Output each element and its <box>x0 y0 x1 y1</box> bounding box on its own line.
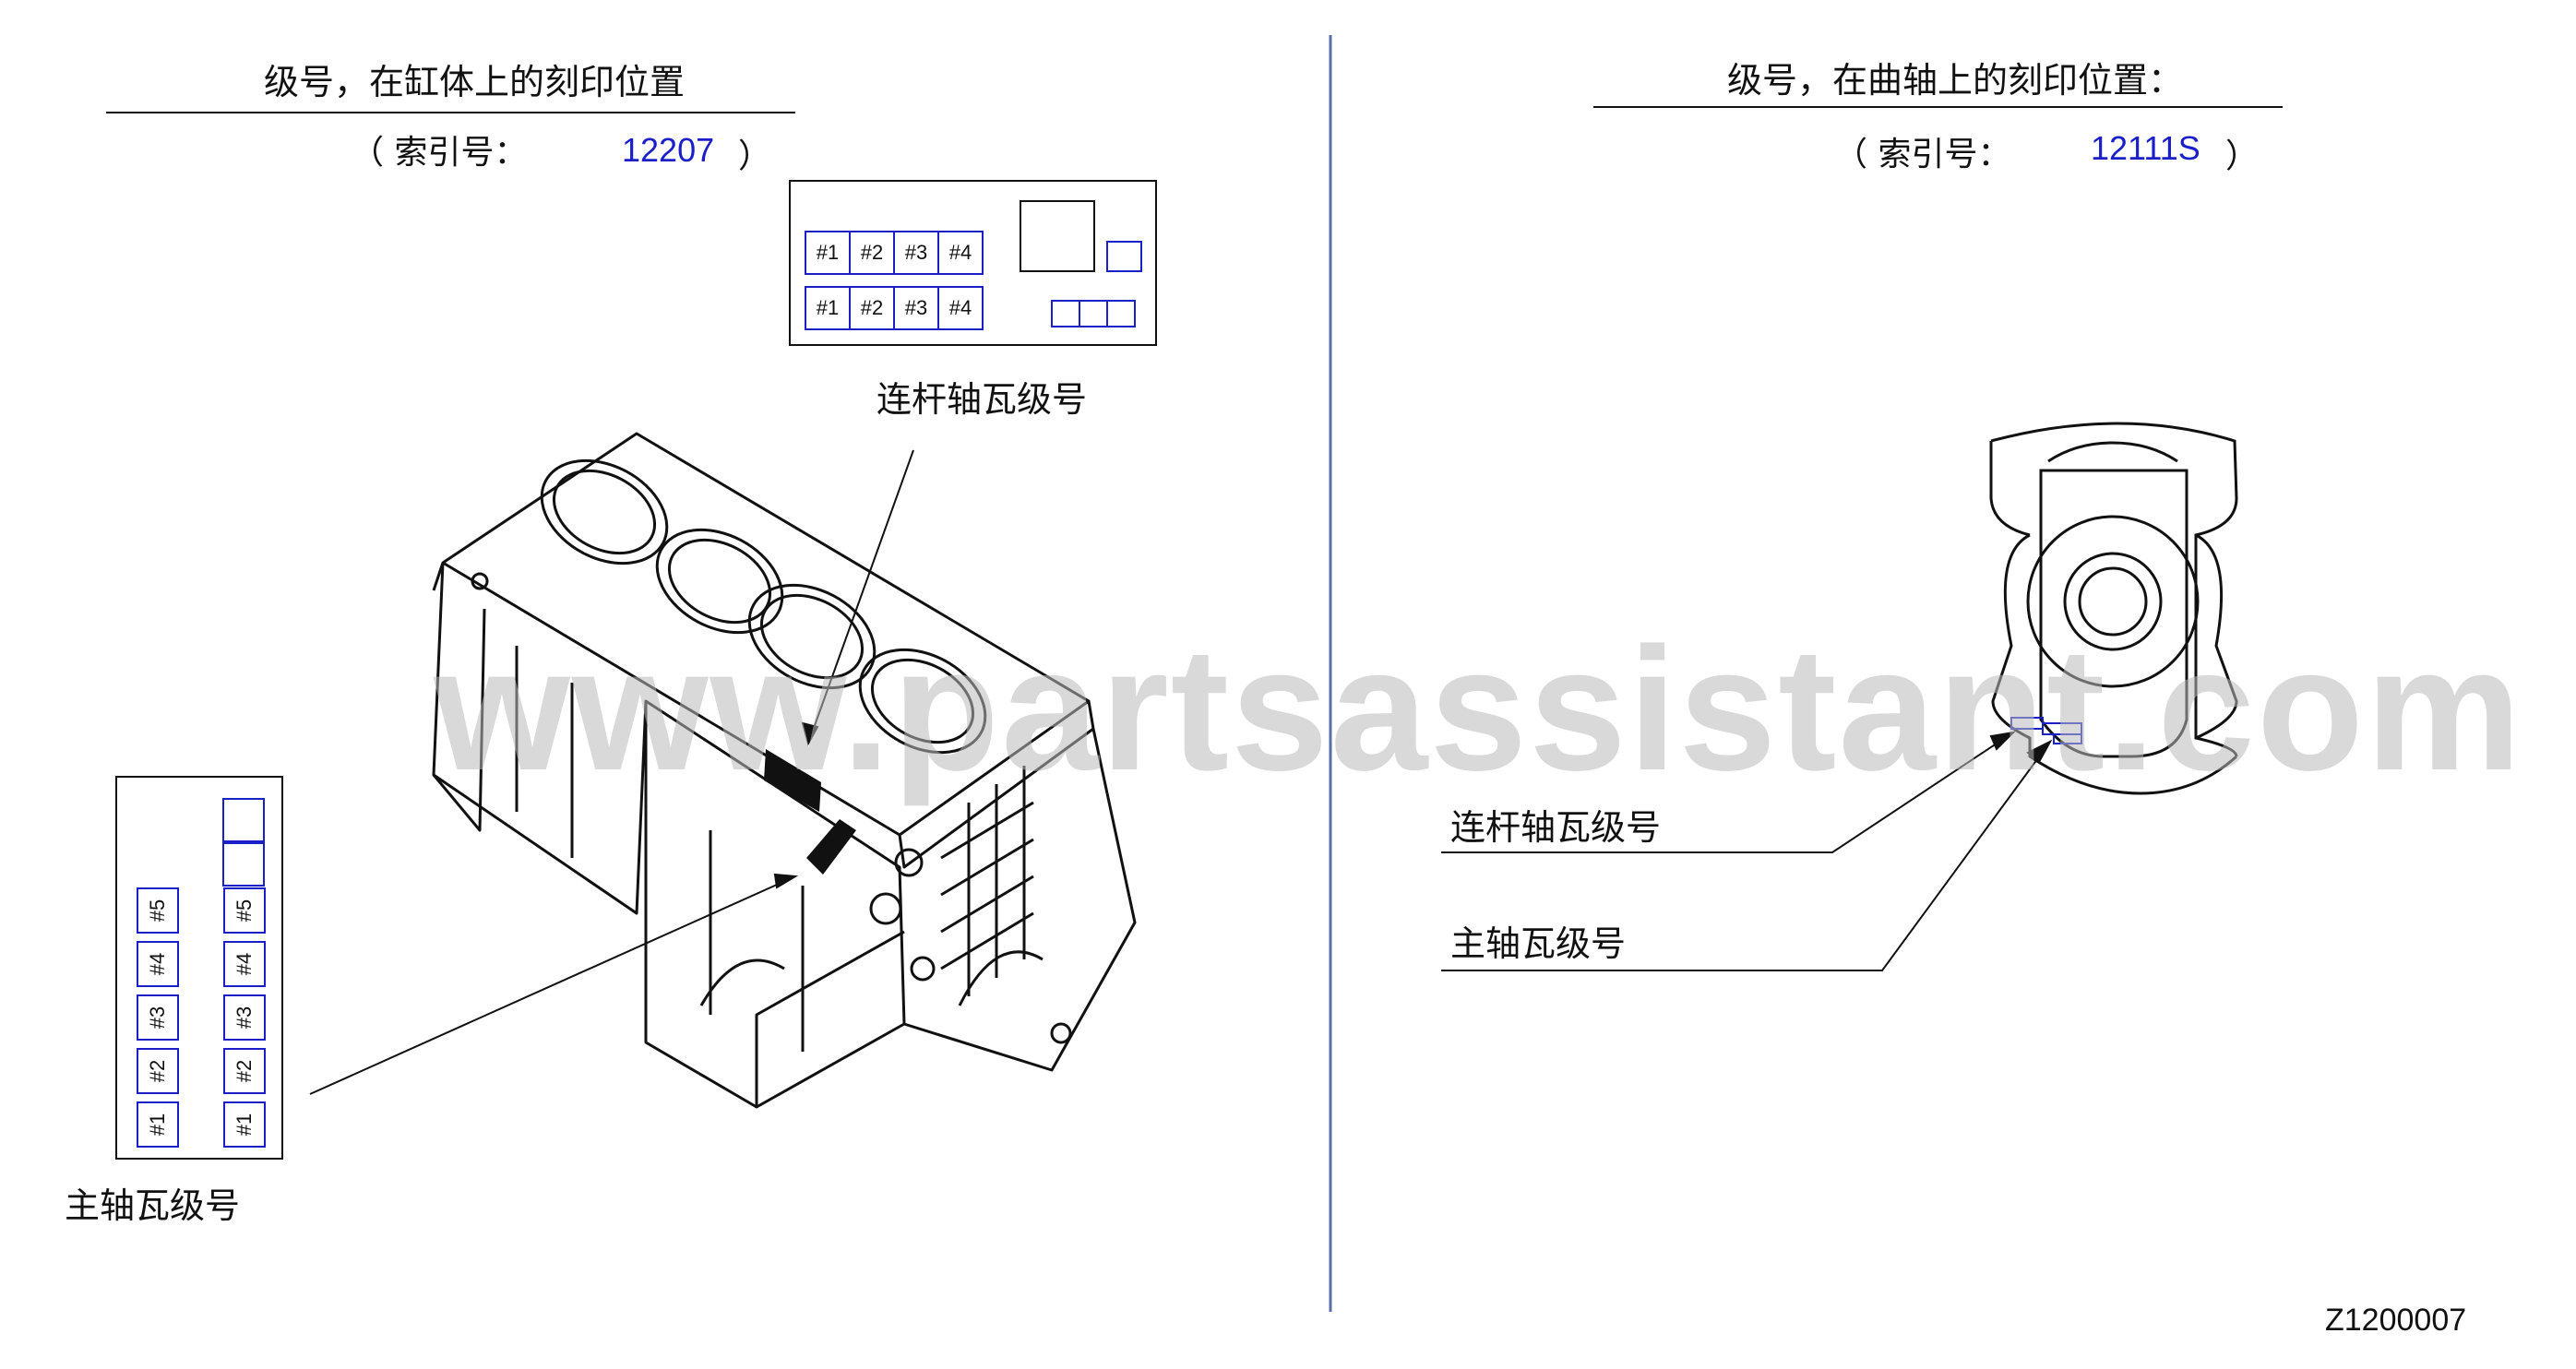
conrod-grid-cell: #4 <box>937 286 984 330</box>
main-grid-cell: #2 <box>137 1048 179 1094</box>
right-index-prefix: （ 索引号： <box>1834 136 2011 173</box>
left-main-label: 主轴瓦级号 <box>65 1185 241 1226</box>
left-index-suffix: ） <box>738 137 772 175</box>
right-panel-title: 级号，在曲轴上的刻印位置： <box>1727 60 2184 101</box>
engine-block-drawing <box>432 432 1137 1109</box>
watermark: www.partsassistant.com <box>434 612 2523 807</box>
right-conrod-label: 连杆轴瓦级号 <box>1450 807 1662 848</box>
main-grid-cell: #1 <box>223 1101 266 1148</box>
main-grid-cell: #5 <box>223 887 266 934</box>
main-grid-cell: #2 <box>223 1048 266 1094</box>
crankshaft-drawing <box>1989 422 2238 795</box>
main-grid-cell: #3 <box>223 994 266 1041</box>
left-conrod-label: 连杆轴瓦级号 <box>877 379 1088 420</box>
left-leaders <box>309 449 914 1095</box>
conrod-grid-cell: #4 <box>937 231 984 275</box>
main-grid-cell: #4 <box>137 941 179 987</box>
right-main-label: 主轴瓦级号 <box>1450 923 1627 964</box>
conrod-grid-cell: #2 <box>849 286 895 330</box>
conrod-grid-cell: #3 <box>893 286 939 330</box>
conrod-grid-cell: #1 <box>805 231 851 275</box>
crank-stamp-marks <box>2010 717 2082 744</box>
main-grid-cell: #1 <box>137 1101 179 1148</box>
main-grid-cell: #4 <box>223 941 266 987</box>
conrod-grid-cell: #2 <box>849 231 895 275</box>
left-index-prefix: （ 索引号： <box>351 134 528 172</box>
conrod-stamp-pad <box>764 749 821 812</box>
main-stamp-box <box>115 776 283 1160</box>
right-index-suffix: ） <box>2225 137 2260 175</box>
conrod-stamp-box <box>789 180 1157 346</box>
figure-code: Z1200007 <box>2325 1303 2467 1338</box>
right-index-number: 12111S <box>2091 129 2200 167</box>
main-stamp-pad <box>806 819 856 875</box>
right-leaders <box>1441 731 2053 971</box>
main-grid-cell: #5 <box>137 887 179 934</box>
conrod-grid-cell: #3 <box>893 231 939 275</box>
main-grid-cell: #3 <box>137 994 179 1041</box>
conrod-grid-cell: #1 <box>805 286 851 330</box>
left-panel-title: 级号，在缸体上的刻印位置 <box>264 62 686 102</box>
left-index-number: 12207 <box>622 131 715 169</box>
